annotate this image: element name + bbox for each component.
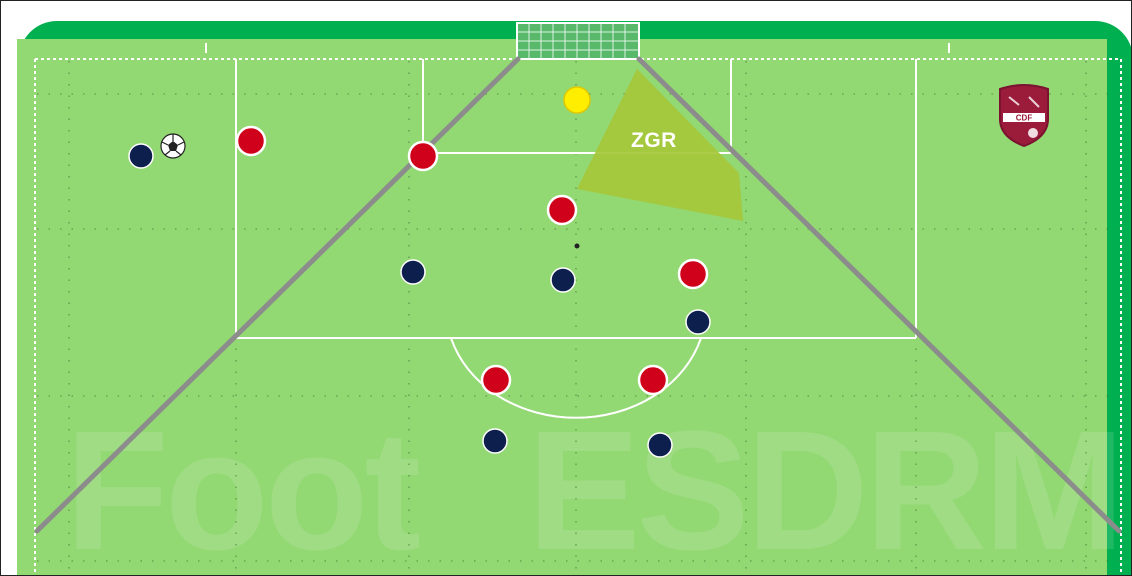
field-markings [34, 58, 1122, 575]
dotted-grid [37, 61, 1119, 575]
border-ticks [205, 43, 950, 53]
logo-text: CDF [1016, 114, 1033, 123]
blue-player[interactable] [482, 428, 508, 454]
red-team [235, 125, 709, 396]
center-spot [574, 243, 580, 249]
soccer-ball-icon[interactable] [160, 133, 186, 159]
club-logo: CDF [999, 84, 1049, 147]
blue-team [128, 143, 711, 458]
ball-marker-yellow[interactable] [563, 86, 591, 114]
watermark-part1: Foot [65, 396, 421, 576]
watermark: Foot ESDRM [65, 393, 1125, 576]
blue-player[interactable] [685, 309, 711, 335]
zgr-zone [577, 69, 743, 221]
diagonal-lines [34, 56, 1122, 534]
pitch-field [17, 39, 1107, 575]
blue-player[interactable] [128, 143, 154, 169]
watermark-part2: ESDRM [527, 396, 1125, 576]
red-player[interactable] [235, 125, 267, 157]
red-player[interactable] [407, 140, 439, 172]
zgr-label: ZGR [631, 129, 677, 152]
red-player[interactable] [677, 258, 709, 290]
blue-player[interactable] [550, 267, 576, 293]
goal-net [516, 22, 640, 60]
red-player[interactable] [637, 364, 669, 396]
blue-player[interactable] [400, 259, 426, 285]
blue-player[interactable] [647, 432, 673, 458]
red-player[interactable] [480, 364, 512, 396]
red-player[interactable] [546, 194, 578, 226]
